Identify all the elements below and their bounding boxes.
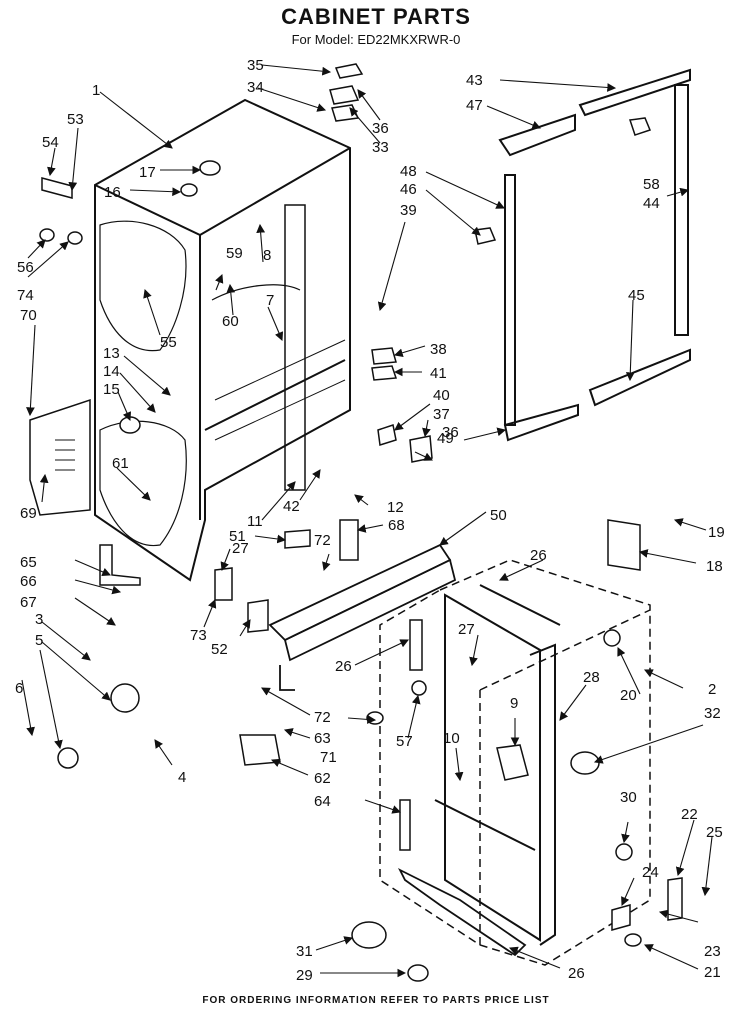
callout-64: 64 [314, 793, 331, 810]
callout-68: 68 [388, 517, 405, 534]
callout-47: 47 [466, 97, 483, 114]
cabinet-shell [94, 98, 351, 582]
callout-26-bottom: 26 [568, 965, 585, 982]
bottom-trim [397, 867, 527, 957]
callout-36-mid: 36 [442, 424, 459, 441]
callout-33: 33 [372, 139, 389, 156]
callout-43: 43 [466, 72, 483, 89]
callout-60: 60 [222, 313, 239, 330]
callout-labels: 1 2 3 4 5 6 7 8 9 10 11 12 13 14 15 16 1… [15, 57, 725, 984]
callout-28: 28 [583, 669, 600, 686]
callout-2: 2 [708, 681, 716, 698]
callout-53: 53 [67, 111, 84, 128]
callout-16: 16 [104, 184, 121, 201]
door-gasket-frame [498, 68, 691, 442]
callout-50: 50 [490, 507, 507, 524]
callout-67: 67 [20, 594, 37, 611]
callout-25: 25 [706, 824, 723, 841]
callout-34: 34 [247, 79, 264, 96]
door-liner [434, 584, 561, 946]
callout-40: 40 [433, 387, 450, 404]
callout-56: 56 [17, 259, 34, 276]
callout-27-left: 27 [232, 540, 249, 557]
callout-51: 51 [229, 528, 246, 545]
callout-73: 73 [190, 627, 207, 644]
callout-45: 45 [628, 287, 645, 304]
callout-13: 13 [103, 345, 120, 362]
callout-23: 23 [704, 943, 721, 960]
callout-4: 4 [178, 769, 186, 786]
callout-3: 3 [35, 611, 43, 628]
callout-57: 57 [396, 733, 413, 750]
callout-48: 48 [400, 163, 417, 180]
callout-36-top: 36 [372, 120, 389, 137]
page-title: CABINET PARTS [281, 4, 471, 29]
model-subtitle: For Model: ED22MKXRWR-0 [291, 32, 461, 47]
callout-32: 32 [704, 705, 721, 722]
callout-21: 21 [704, 964, 721, 981]
callout-70: 70 [20, 307, 37, 324]
callout-20: 20 [620, 687, 637, 704]
callout-69: 69 [20, 505, 37, 522]
callout-61: 61 [112, 455, 129, 472]
callout-27-right: 27 [458, 621, 475, 638]
callout-19: 19 [708, 524, 725, 541]
callout-39: 39 [400, 202, 417, 219]
callout-37: 37 [433, 406, 450, 423]
callout-66: 66 [20, 573, 37, 590]
callout-26-left: 26 [335, 658, 352, 675]
callout-35: 35 [247, 57, 264, 74]
callout-7: 7 [266, 292, 274, 309]
callout-72-bottom: 72 [314, 709, 331, 726]
callout-42: 42 [283, 498, 300, 515]
callout-59: 59 [226, 245, 243, 262]
callout-55: 55 [160, 334, 177, 351]
callout-26-top: 26 [530, 547, 547, 564]
callout-18: 18 [706, 558, 723, 575]
callout-22: 22 [681, 806, 698, 823]
callout-38: 38 [430, 341, 447, 358]
callout-15: 15 [103, 381, 120, 398]
callout-31: 31 [296, 943, 313, 960]
front-grille [268, 543, 457, 691]
callout-9: 9 [510, 695, 518, 712]
callout-49: 49 [437, 430, 454, 447]
callout-63: 63 [314, 730, 331, 747]
callout-72-top: 72 [314, 532, 331, 549]
callout-12: 12 [387, 499, 404, 516]
callout-62: 62 [314, 770, 331, 787]
callout-54: 54 [42, 134, 59, 151]
small-parts [39, 63, 683, 982]
callout-11: 11 [247, 513, 263, 530]
callout-30: 30 [620, 789, 637, 806]
callout-24: 24 [642, 864, 659, 881]
callout-14: 14 [103, 363, 120, 380]
callout-6: 6 [15, 680, 23, 697]
callout-44: 44 [643, 195, 660, 212]
ordering-note: FOR ORDERING INFORMATION REFER TO PARTS … [202, 995, 550, 1006]
callout-74: 74 [17, 287, 34, 304]
leader-lines [21, 64, 713, 978]
callout-46: 46 [400, 181, 417, 198]
callout-5: 5 [35, 632, 43, 649]
callout-65: 65 [20, 554, 37, 571]
callout-58: 58 [643, 176, 660, 193]
callout-29: 29 [296, 967, 313, 984]
callout-10: 10 [443, 730, 460, 747]
callout-1: 1 [92, 82, 100, 99]
liner-rear-panel [29, 398, 91, 516]
callout-17: 17 [139, 164, 156, 181]
callout-41: 41 [430, 365, 447, 382]
callout-52: 52 [211, 641, 228, 658]
callout-71: 71 [320, 749, 337, 766]
callout-8: 8 [263, 247, 271, 264]
